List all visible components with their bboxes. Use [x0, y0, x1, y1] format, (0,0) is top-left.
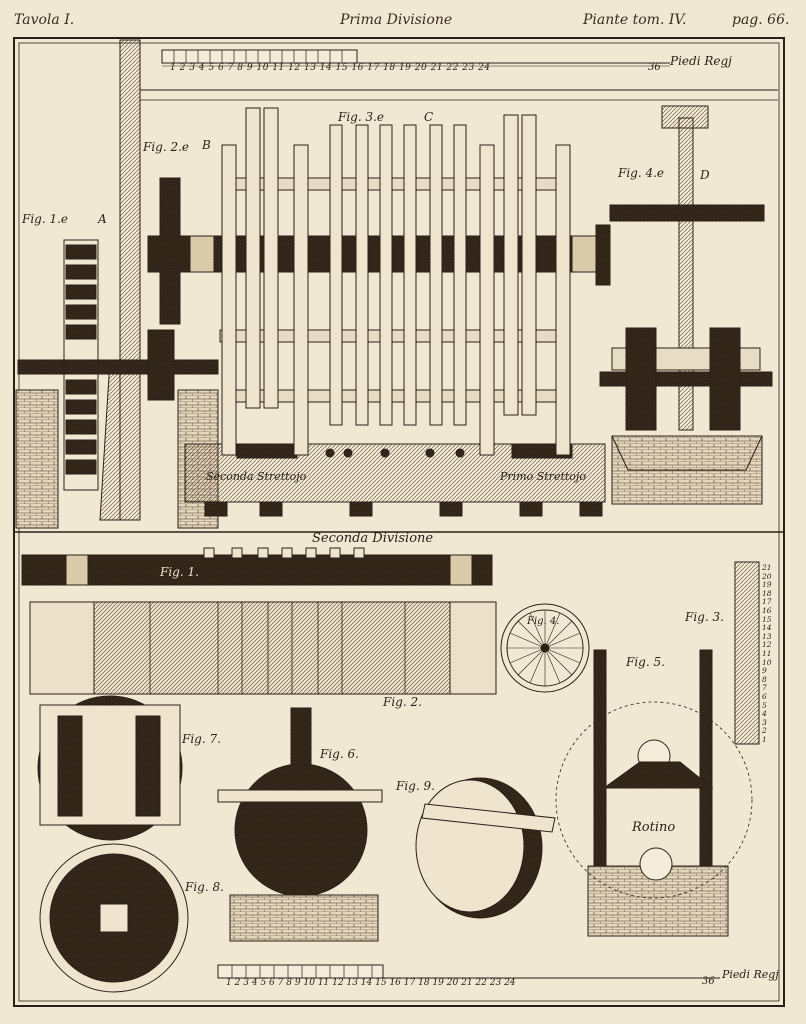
- lower-fig6-label: Fig. 6.: [320, 747, 359, 761]
- lower-fig6-mill-drawing: [217, 707, 383, 942]
- lower-fig7-label: Fig. 7.: [182, 732, 221, 746]
- top-scale-numbers: 1 2 3 4 5 6 7 8 9 10 11 12 13 14 15 16 1…: [170, 63, 491, 73]
- lower-fig7-wheel-drawing: [37, 695, 183, 841]
- bottom-scale-bar: [217, 964, 720, 979]
- fig3-upper-letter: C: [424, 110, 434, 124]
- lower-fig8-label: Fig. 8.: [185, 880, 224, 894]
- lower-fig5-frame-drawing: [555, 649, 753, 937]
- fig1-upper-letter: A: [98, 212, 107, 226]
- top-scale-unit: Piedi Regj: [670, 54, 732, 68]
- lower-fig5-label: Fig. 5.: [626, 655, 665, 669]
- fig4-gear-frame-drawing: [599, 105, 773, 505]
- lower-fig8-disc-drawing: [39, 843, 189, 993]
- fig2-upper-letter: B: [202, 138, 211, 152]
- fig2-upper-label: Fig. 2.e: [143, 140, 190, 154]
- bottom-scale-numbers: 1 2 3 4 5 6 7 8 9 10 11 12 13 14 15 16 1…: [226, 978, 516, 988]
- fig2-gear-shaft-drawing: [147, 177, 611, 325]
- fig4-upper-label: Fig. 4.e: [618, 166, 665, 180]
- page-number: pag. 66.: [732, 12, 790, 28]
- top-scale-bar: [161, 49, 670, 67]
- fig3-stamping-mill-drawing: [184, 107, 606, 517]
- second-division-title: Seconda Divisione: [312, 531, 434, 546]
- fig3-upper-label: Fig. 3.e: [338, 110, 385, 124]
- lower-fig2-label: Fig. 2.: [383, 695, 422, 709]
- bottom-scale-end: 36: [702, 976, 715, 987]
- first-press-label: Primo Strettojo: [500, 470, 586, 483]
- lower-fig3-label: Fig. 3.: [685, 610, 724, 624]
- lower-fig3-vertical-scale: [734, 561, 760, 745]
- rotino-label: Rotino: [632, 820, 676, 835]
- lower-fig9-label: Fig. 9.: [396, 779, 435, 793]
- lower-fig4-dial-drawing: [500, 603, 590, 693]
- division-title: Prima Divisione: [340, 12, 453, 28]
- second-press-label: Seconda Strettojo: [206, 470, 307, 483]
- lower-fig1-label: Fig. 1.: [160, 565, 199, 579]
- outer-border: [13, 37, 785, 1007]
- bottom-scale-unit: Piedi Regj: [722, 968, 779, 981]
- plate-number: Tavola I.: [14, 12, 75, 28]
- lower-fig1-camshaft-drawing: [21, 547, 493, 586]
- fig4-upper-letter: D: [700, 168, 710, 182]
- volume-reference: Piante tom. IV.: [583, 12, 687, 28]
- lower-fig4-label: Fig. 4.: [527, 616, 560, 627]
- lower-fig2-plan-drawing: [29, 601, 497, 695]
- fig1-upper-label: Fig. 1.e: [22, 212, 69, 226]
- top-scale-end: 36: [648, 62, 661, 73]
- lower-fig9-stone-drawing: [415, 777, 556, 919]
